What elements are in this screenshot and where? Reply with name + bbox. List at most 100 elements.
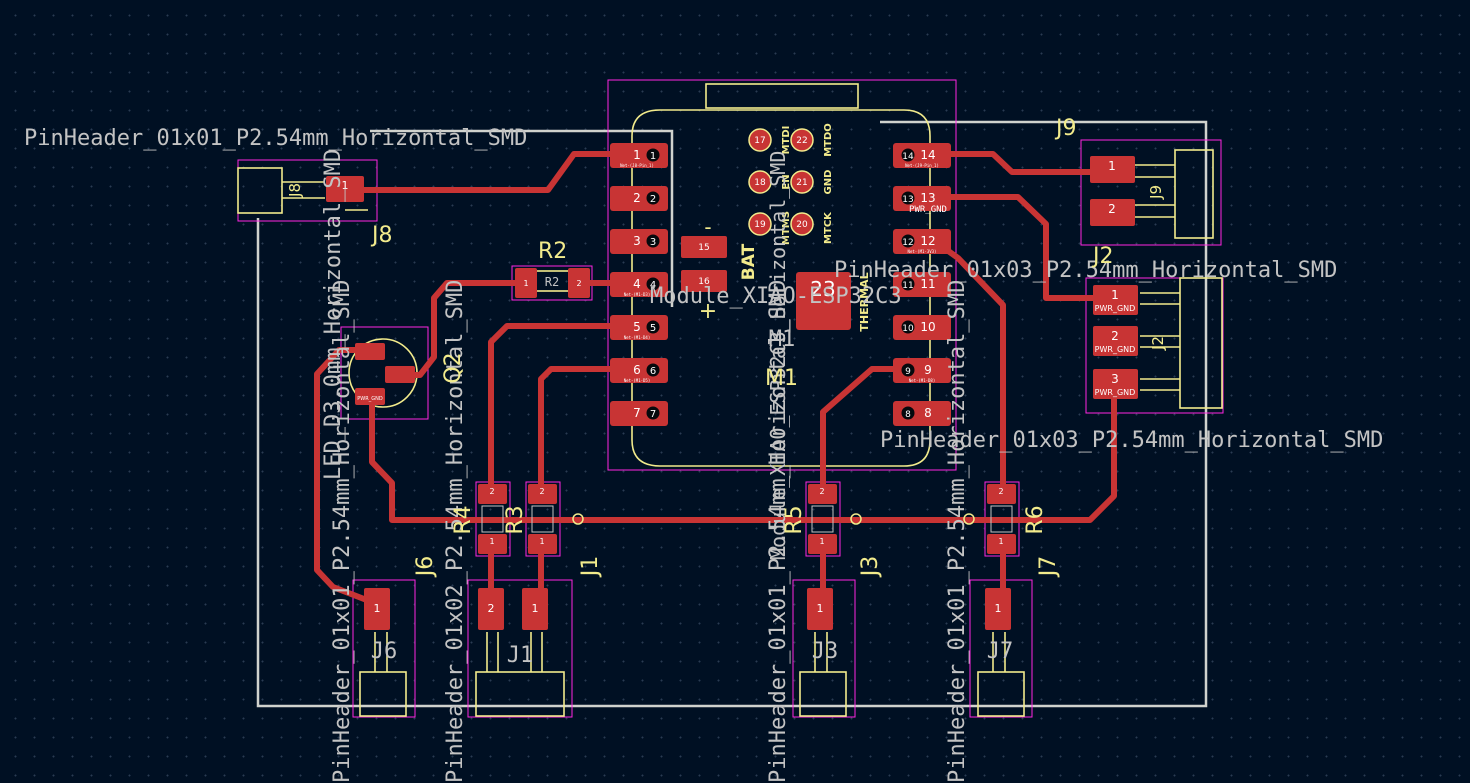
m1-vertical-label: Module_XIAO_ESP32C3_Horizontal_SMD xyxy=(766,151,790,560)
j7-pad[interactable]: 1 xyxy=(985,588,1011,630)
silkscreen-outlines xyxy=(237,83,1223,717)
bat-plus-label: + xyxy=(699,299,717,324)
bat-minus-label: - xyxy=(704,215,711,239)
m1-pad-1: 1 xyxy=(633,148,641,162)
jtag-label-mtdi: MTDI xyxy=(781,126,792,155)
m1-net-14: Net-(J9-Pin_1) xyxy=(905,163,939,168)
j7-fab-ref: J7 xyxy=(987,639,1014,664)
q2-net: PWR_GND xyxy=(357,396,383,402)
j9-pad-2: 2 xyxy=(1108,202,1116,216)
m1-footprint-label: Module_XIAO-ESP32C3 xyxy=(650,284,902,309)
m1-hole-12: 12 xyxy=(902,238,913,248)
m1-hole-13: 13 xyxy=(902,195,913,205)
j1-pad-2: 2 xyxy=(488,602,495,615)
m1-pad-17: 17 xyxy=(754,136,765,146)
m1-pad-2: 2 xyxy=(633,191,641,205)
m1-hole-14: 14 xyxy=(902,152,914,162)
r6-pads[interactable]: 2 1 xyxy=(987,484,1016,554)
m1-pad-15: 15 xyxy=(698,243,709,253)
j2-pad-2-net: PWR_GND xyxy=(1095,345,1136,354)
jtag-label-en: EN xyxy=(781,174,792,189)
j2-ref: J2 xyxy=(1091,244,1114,269)
m1-hole-11: 11 xyxy=(902,281,913,291)
j2-pad-1-net: PWR_GND xyxy=(1095,304,1136,313)
m1-net-13: PWR_GND xyxy=(909,205,947,215)
r5-pad-2: 2 xyxy=(819,487,824,496)
m1-left-pads[interactable]: 1 2 3 4 5 6 7 1 2 3 4 5 6 7 Net-(J8-Pin_… xyxy=(610,143,668,426)
m1-hole-8: 8 xyxy=(905,410,911,420)
j7-footprint-label: PinHeader_01x01_P2.54mm_Horizontal_SMD xyxy=(945,280,970,783)
j2-pads[interactable]: 1 2 3 PWR_GND PWR_GND PWR_GND xyxy=(1093,285,1138,399)
j1-footprint-label: PinHeader_01x02_P2.54mm_Horizontal_SMD xyxy=(443,280,468,783)
m1-pad-10: 10 xyxy=(920,320,935,334)
resistor-pin1-markers xyxy=(572,513,975,525)
m1-pad-22: 22 xyxy=(796,136,807,146)
m1-net-12: Net-(M1-3V3) xyxy=(908,249,937,254)
m1-thermal-pad[interactable]: 23 THERMAL xyxy=(796,272,871,332)
m1-hole-9: 9 xyxy=(905,367,911,377)
j8-pad[interactable]: 1 xyxy=(326,176,364,202)
m1-pad-5: 5 xyxy=(633,320,641,334)
m1-pad-14: 14 xyxy=(920,148,935,162)
r2-fab-ref: R2 xyxy=(545,275,559,289)
j8-pad-number: 1 xyxy=(342,179,349,192)
r5-pads[interactable]: 2 1 xyxy=(808,484,837,554)
m1-pad-12: 12 xyxy=(920,234,935,248)
j1-pad-1: 1 xyxy=(532,602,539,615)
r3-pad-1: 1 xyxy=(539,537,544,546)
m1-hole-6: 6 xyxy=(650,366,656,377)
r2-pads[interactable]: 1 2 xyxy=(515,268,590,298)
m1-hole-4: 4 xyxy=(650,280,656,291)
m1-pad-3: 3 xyxy=(633,234,641,248)
m1-jtag-pads[interactable]: 17 22 18 21 19 20 MTDI MTDO EN GND MTMS … xyxy=(748,123,834,245)
r3-pad-2: 2 xyxy=(539,487,544,496)
j9-ref: J9 xyxy=(1054,116,1077,141)
j2-pad-3: 3 xyxy=(1111,372,1119,386)
j1-pads[interactable]: 2 1 xyxy=(478,588,548,630)
m1-pad-13: 13 xyxy=(920,191,935,205)
jtag-label-mtdo: MTDO xyxy=(823,123,834,157)
r6-pad-2: 2 xyxy=(998,487,1003,496)
m1-net-4: Net-(M1-D3) xyxy=(624,292,651,297)
r4-pad-1: 1 xyxy=(489,537,494,546)
m1-pad-7: 7 xyxy=(633,406,641,420)
m1-net-1: Net-(J8-Pin_1) xyxy=(620,163,654,168)
r2-pad-1: 1 xyxy=(523,279,528,288)
jtag-label-gnd: GND xyxy=(823,170,834,195)
copper-tracks xyxy=(314,151,1119,610)
j7-ref: J7 xyxy=(1036,556,1061,579)
m1-pad-18: 18 xyxy=(754,178,766,188)
j6-pad-number: 1 xyxy=(374,602,381,615)
m1-net-5: Net-(M1-D4) xyxy=(624,335,651,340)
j2-fab-ref: J2 xyxy=(1149,336,1167,351)
m1-pad-8: 8 xyxy=(924,406,932,420)
m1-hole-10: 10 xyxy=(902,324,914,334)
j2-footprint-label: PinHeader_01x03_P2.54mm_Horizontal_SMD xyxy=(880,428,1383,453)
j8-footprint-label: PinHeader_01x01_P2.54mm_Horizontal_SMD xyxy=(24,126,527,151)
m1-battery-pads[interactable]: 15 16 - + BAT xyxy=(681,215,759,324)
m1-hole-5: 5 xyxy=(650,323,656,334)
bat-label: BAT xyxy=(739,243,759,280)
j6-pad[interactable]: 1 xyxy=(364,588,390,630)
m1-net-9: Net-(M1-D8) xyxy=(909,378,936,383)
j9-pads[interactable]: 1 2 xyxy=(1090,156,1135,226)
r3-ref: R3 xyxy=(503,505,528,534)
j8-fab-ref: J8 xyxy=(286,183,304,198)
thermal-pad-number: 23 xyxy=(810,277,835,301)
q2-pads[interactable]: PWR_GND xyxy=(355,343,415,405)
j6-fab-ref: J6 xyxy=(371,639,398,664)
q2-footprint-label: LED_D3.0mm_Horizontal_SMD xyxy=(321,149,346,480)
r6-pad-1: 1 xyxy=(998,537,1003,546)
r6-ref: R6 xyxy=(1023,505,1048,534)
m1-right-pads[interactable]: 14 13 12 11 10 9 8 14 13 12 11 10 9 8 Ne… xyxy=(893,143,951,426)
q2-ref: Q2 xyxy=(441,352,466,383)
j3-pad[interactable]: 1 xyxy=(807,588,833,630)
r3-pads[interactable]: 2 1 xyxy=(528,484,557,554)
r4-pads[interactable]: 2 1 xyxy=(478,484,507,554)
j3-footprint-label: PinHeader_01x01_P2.54mm_Horizontal_SMD xyxy=(766,280,791,783)
m1-fab-ref: M1 xyxy=(769,327,796,352)
j8-ref: J8 xyxy=(370,223,393,248)
m1-pad-11: 11 xyxy=(920,277,935,291)
